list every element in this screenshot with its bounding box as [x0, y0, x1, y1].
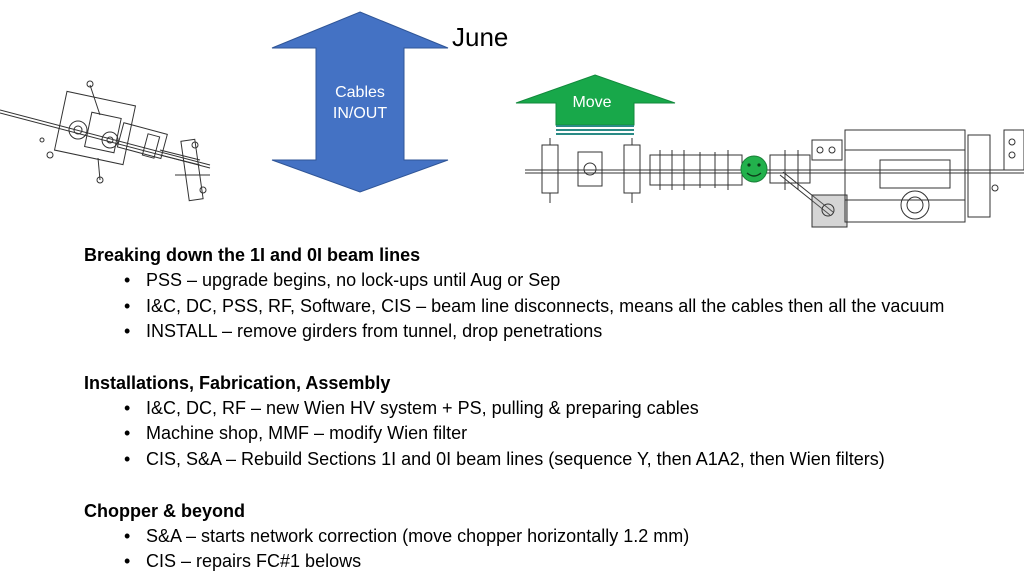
- smiley-marker-icon: [740, 155, 768, 183]
- diagram-canvas: [0, 11, 1024, 228]
- list-item: I&C, DC, PSS, RF, Software, CIS – beam l…: [84, 294, 1014, 320]
- list-item: INSTALL – remove girders from tunnel, dr…: [84, 319, 1014, 345]
- list-item: S&A – starts network correction (move ch…: [84, 524, 1014, 550]
- list-item: I&C, DC, RF – new Wien HV system + PS, p…: [84, 396, 1014, 422]
- cables-double-arrow: [271, 11, 449, 193]
- list-item: PSS – upgrade begins, no lock-ups until …: [84, 268, 1014, 294]
- right-beamline-drawing: [525, 129, 1024, 228]
- section-title: Chopper & beyond: [84, 500, 245, 521]
- section-items: I&C, DC, RF – new Wien HV system + PS, p…: [84, 396, 1014, 473]
- section-title: Installations, Fabrication, Assembly: [84, 372, 391, 393]
- task-list: Breaking down the 1I and 0I beam lines P…: [84, 243, 1014, 575]
- page-title: June: [452, 22, 509, 52]
- list-item: Machine shop, MMF – modify Wien filter: [84, 421, 1014, 447]
- section-items: PSS – upgrade begins, no lock-ups until …: [84, 268, 1014, 345]
- section-items: S&A – starts network correction (move ch…: [84, 524, 1014, 575]
- cables-arrow-label: Cables IN/OUT: [332, 84, 388, 122]
- list-item: CIS – repairs FC#1 belows: [84, 549, 1014, 575]
- section-title: Breaking down the 1I and 0I beam lines: [84, 245, 421, 265]
- move-arrow-label: Move: [572, 94, 612, 111]
- move-arrow-stripes: [556, 125, 634, 135]
- list-item: CIS, S&A – Rebuild Sections 1I and 0I be…: [84, 447, 1014, 473]
- left-beamline-drawing: [0, 80, 211, 202]
